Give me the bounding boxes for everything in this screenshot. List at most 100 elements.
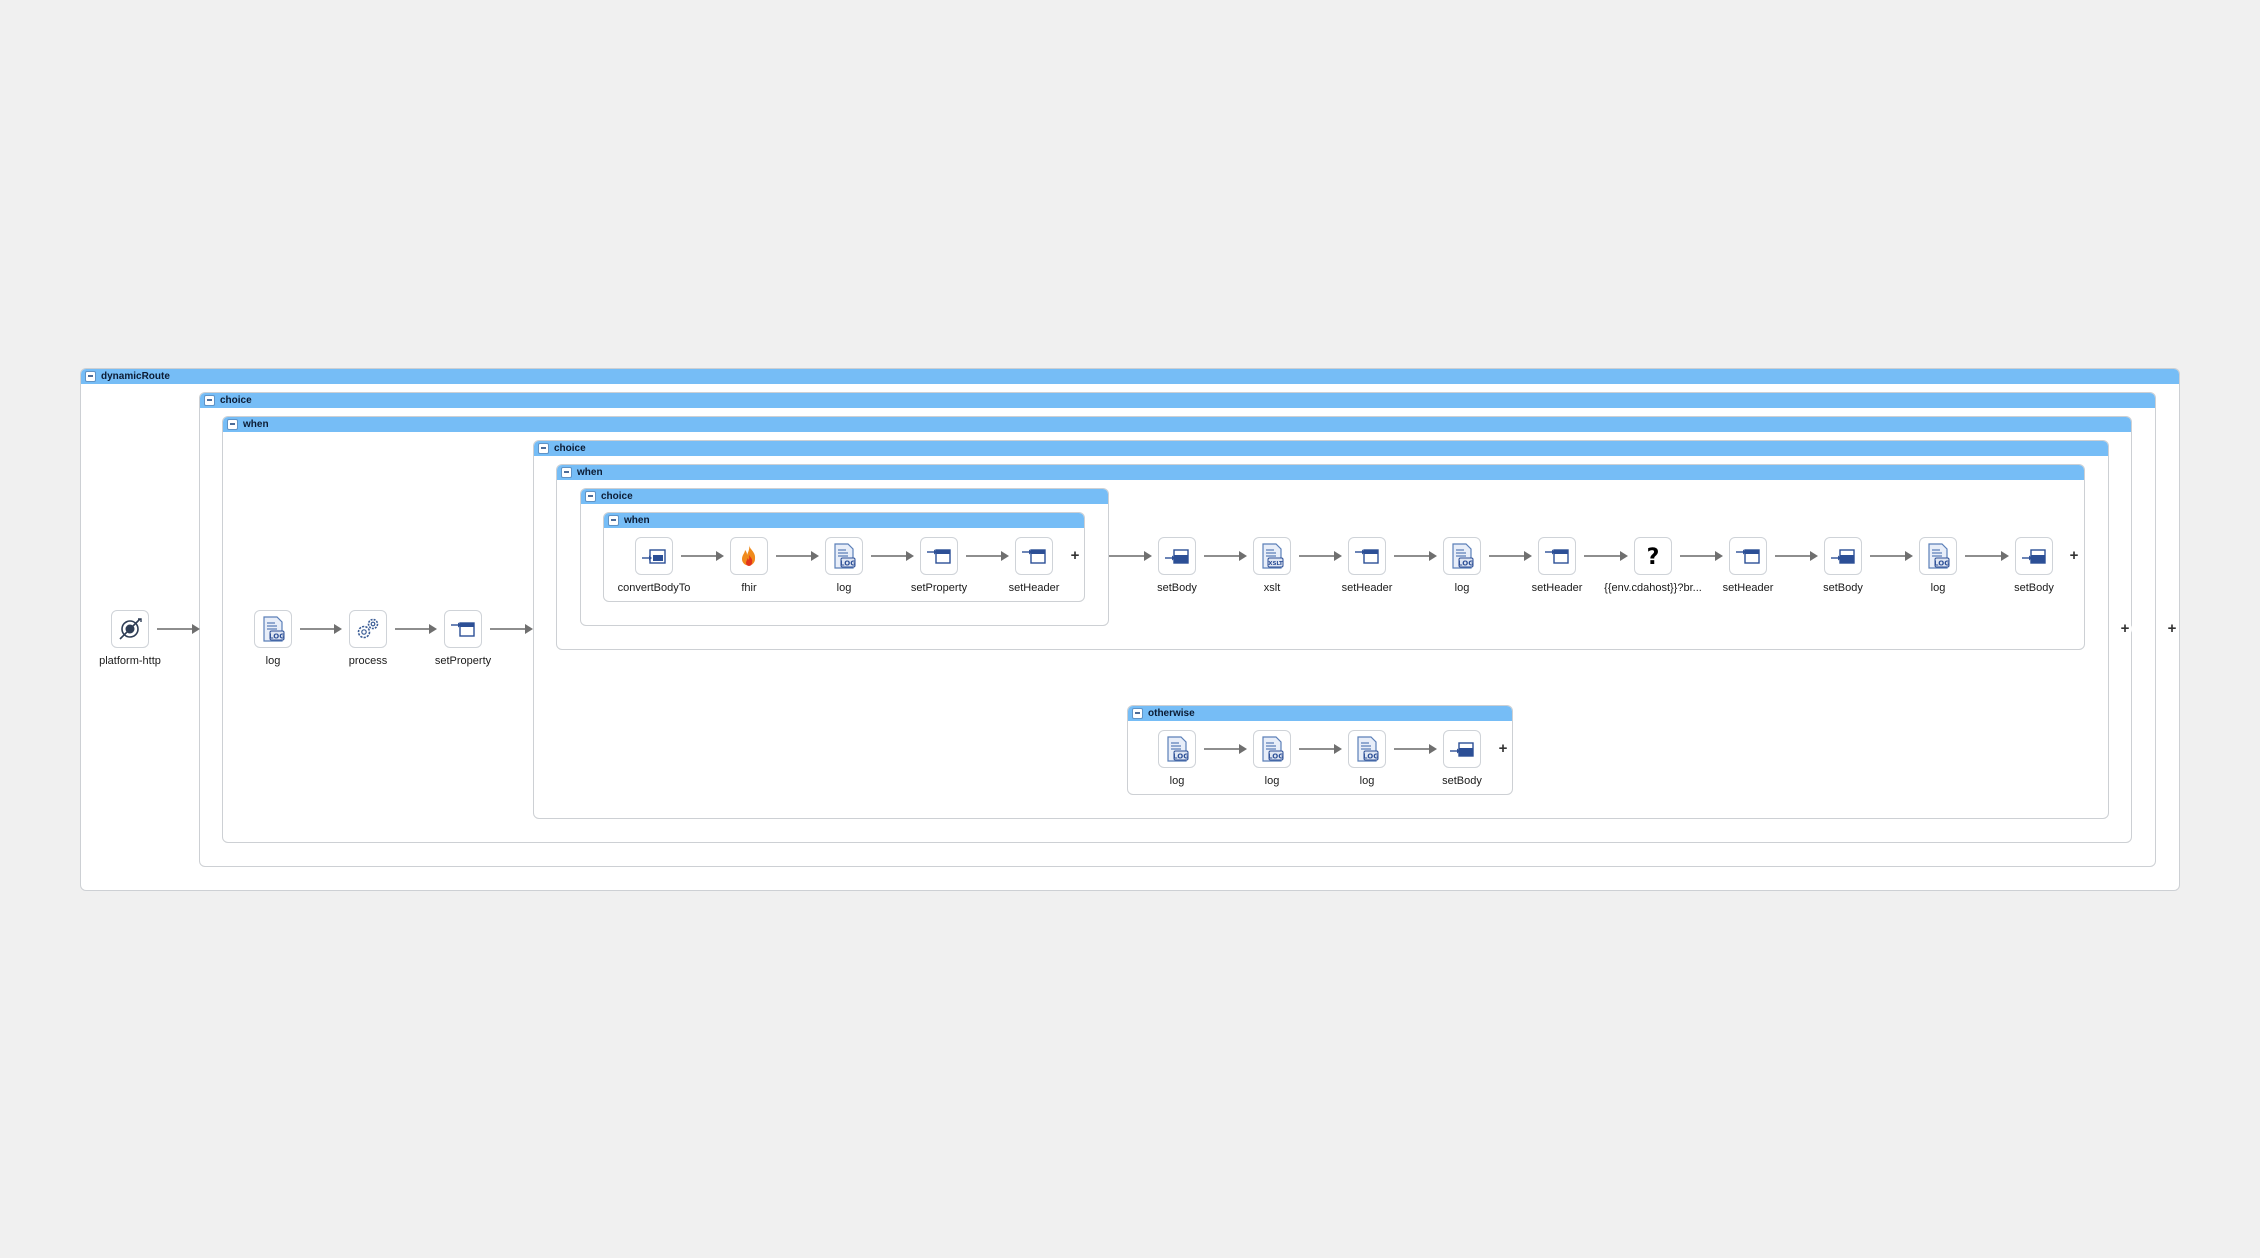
step-node[interactable]: setBody bbox=[1803, 537, 1883, 607]
step-node[interactable]: setHeader bbox=[1327, 537, 1407, 607]
add-step-button[interactable]: + bbox=[1496, 741, 1510, 756]
svg-text:LOG: LOG bbox=[840, 560, 856, 568]
step-label: convertBodyTo bbox=[617, 582, 691, 594]
collapse-icon[interactable] bbox=[1132, 708, 1143, 719]
log-document-icon[interactable]: LOG bbox=[1443, 537, 1481, 575]
set-header-icon[interactable] bbox=[1348, 537, 1386, 575]
when-container-header[interactable]: when bbox=[557, 465, 2084, 480]
flow-arrow bbox=[1965, 551, 2009, 561]
step-node[interactable]: setHeader bbox=[1517, 537, 1597, 607]
step-node[interactable]: fhir bbox=[709, 537, 789, 607]
when-container-header[interactable]: when bbox=[223, 417, 2131, 432]
step-node[interactable]: setProperty bbox=[899, 537, 979, 607]
step-node[interactable]: ?{{env.cdahost}}?br... bbox=[1604, 537, 1702, 607]
step-label: xslt bbox=[1263, 582, 1281, 594]
when-container-title: when bbox=[624, 515, 650, 526]
collapse-icon[interactable] bbox=[538, 443, 549, 454]
set-property-icon[interactable] bbox=[444, 610, 482, 648]
step-node[interactable]: setBody bbox=[1422, 730, 1502, 800]
add-step-button[interactable]: + bbox=[1068, 548, 1082, 563]
route-container-header[interactable]: dynamicRoute bbox=[81, 369, 2179, 384]
step-node[interactable]: LOG log bbox=[1327, 730, 1407, 800]
choice-container-title: choice bbox=[554, 443, 586, 454]
collapse-icon[interactable] bbox=[85, 371, 96, 382]
flow-arrow bbox=[1584, 551, 1628, 561]
otherwise-container-title: otherwise bbox=[1148, 708, 1195, 719]
set-header-icon[interactable] bbox=[1015, 537, 1053, 575]
flow-arrow bbox=[395, 624, 437, 634]
gears-icon[interactable] bbox=[349, 610, 387, 648]
http-endpoint-icon[interactable] bbox=[111, 610, 149, 648]
step-node[interactable]: setProperty bbox=[423, 610, 503, 680]
collapse-icon[interactable] bbox=[608, 515, 619, 526]
flow-arrow bbox=[1299, 551, 1342, 561]
flow-arrow bbox=[776, 551, 819, 561]
collapse-icon[interactable] bbox=[204, 395, 215, 406]
choice-container-header[interactable]: choice bbox=[534, 441, 2108, 456]
otherwise-container-header[interactable]: otherwise bbox=[1128, 706, 1512, 721]
svg-text:LOG: LOG bbox=[1173, 753, 1189, 761]
log-document-icon[interactable]: LOG bbox=[1253, 730, 1291, 768]
step-node[interactable]: LOG log bbox=[1422, 537, 1502, 607]
when-container-title: when bbox=[243, 419, 269, 430]
step-label: setBody bbox=[1823, 582, 1863, 594]
step-label: setProperty bbox=[910, 582, 968, 594]
xslt-document-icon[interactable]: XSLT bbox=[1253, 537, 1291, 575]
step-label: setHeader bbox=[1341, 582, 1393, 594]
flow-arrow bbox=[966, 551, 1009, 561]
choice-container-header[interactable]: choice bbox=[581, 489, 1108, 504]
flow-arrow bbox=[1394, 551, 1437, 561]
flow-arrow bbox=[157, 624, 200, 634]
step-label: log bbox=[1454, 582, 1470, 594]
step-node[interactable]: LOG log bbox=[1898, 537, 1978, 607]
svg-text:LOG: LOG bbox=[1934, 560, 1950, 568]
set-body-icon[interactable] bbox=[2015, 537, 2053, 575]
step-node[interactable]: platform-http bbox=[90, 610, 170, 680]
set-body-icon[interactable] bbox=[1443, 730, 1481, 768]
collapse-icon[interactable] bbox=[561, 467, 572, 478]
log-document-icon[interactable]: LOG bbox=[825, 537, 863, 575]
log-document-icon[interactable]: LOG bbox=[1158, 730, 1196, 768]
step-label: log bbox=[836, 582, 852, 594]
svg-text:LOG: LOG bbox=[1458, 560, 1474, 568]
set-header-icon[interactable] bbox=[1729, 537, 1767, 575]
step-label: setHeader bbox=[1008, 582, 1060, 594]
step-label: log bbox=[1359, 775, 1375, 787]
fhir-flame-icon[interactable] bbox=[730, 537, 768, 575]
step-node[interactable]: setBody bbox=[1137, 537, 1217, 607]
convert-body-icon[interactable] bbox=[635, 537, 673, 575]
step-node[interactable]: setBody bbox=[1994, 537, 2074, 607]
step-node[interactable]: setHeader bbox=[1708, 537, 1788, 607]
add-step-button[interactable]: + bbox=[2165, 621, 2179, 636]
step-node[interactable]: setHeader bbox=[994, 537, 1074, 607]
step-label: process bbox=[348, 655, 388, 667]
log-document-icon[interactable]: LOG bbox=[254, 610, 292, 648]
step-node[interactable]: process bbox=[328, 610, 408, 680]
add-step-button[interactable]: + bbox=[2118, 621, 2132, 636]
step-label: log bbox=[1930, 582, 1946, 594]
svg-text:?: ? bbox=[1647, 545, 1660, 570]
collapse-icon[interactable] bbox=[585, 491, 596, 502]
choice-container-header[interactable]: choice bbox=[200, 393, 2155, 408]
step-node[interactable]: XSLT xslt bbox=[1232, 537, 1312, 607]
step-node[interactable]: LOG log bbox=[804, 537, 884, 607]
step-label: fhir bbox=[741, 582, 757, 594]
step-node[interactable]: convertBodyTo bbox=[614, 537, 694, 607]
flow-arrow bbox=[1394, 744, 1437, 754]
log-document-icon[interactable]: LOG bbox=[1919, 537, 1957, 575]
set-header-icon[interactable] bbox=[1538, 537, 1576, 575]
flow-arrow bbox=[490, 624, 533, 634]
collapse-icon[interactable] bbox=[227, 419, 238, 430]
add-step-button[interactable]: + bbox=[2067, 548, 2081, 563]
set-property-icon[interactable] bbox=[920, 537, 958, 575]
set-body-icon[interactable] bbox=[1158, 537, 1196, 575]
set-body-icon[interactable] bbox=[1824, 537, 1862, 575]
flow-arrow bbox=[1775, 551, 1818, 561]
question-mark-icon[interactable]: ? bbox=[1634, 537, 1672, 575]
log-document-icon[interactable]: LOG bbox=[1348, 730, 1386, 768]
when-container-header[interactable]: when bbox=[604, 513, 1084, 528]
